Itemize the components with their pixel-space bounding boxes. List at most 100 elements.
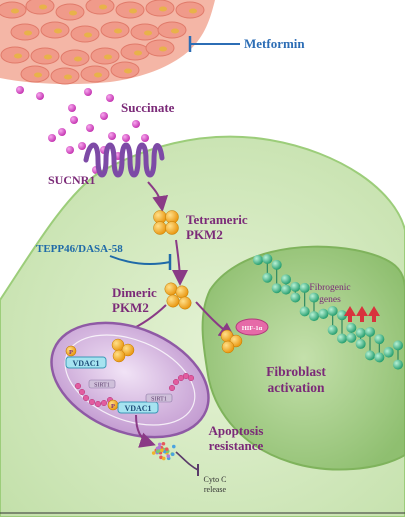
sirt1-bead	[74, 382, 82, 390]
tissue-cell-nucleus	[34, 72, 42, 78]
sirt1-bead	[82, 394, 90, 402]
dna-bead	[309, 292, 319, 303]
tissue-cell-nucleus	[24, 30, 32, 36]
vdac1-top: P VDAC1	[65, 345, 107, 369]
phospho-label-top: P	[69, 349, 73, 356]
cyto-c-dot	[156, 449, 160, 454]
metformin-label: Metformin	[244, 36, 305, 51]
dna-bead	[337, 333, 347, 344]
phospho-label-bottom: P	[111, 403, 115, 410]
cytoc-label-1: Cyto C	[204, 475, 227, 484]
sirt1-beads-bottom-icon	[168, 372, 195, 392]
succinate-dot	[86, 124, 94, 132]
cyto-c-dot	[159, 455, 163, 460]
dna-bead	[290, 281, 301, 292]
nuclear-pkm2-icon	[220, 329, 243, 354]
succinate-dot	[108, 132, 116, 140]
tissue-cells-icon	[0, 0, 215, 85]
succinate-dot	[106, 94, 114, 102]
tissue-cell-nucleus	[114, 28, 122, 34]
dimeric-pkm2-icon	[164, 282, 192, 310]
inhibitor-label: TEPP46/DASA-58	[36, 243, 123, 255]
succinate-dot	[48, 134, 56, 142]
cyto-c-dot	[161, 441, 166, 446]
fibrogenic-label-1: Fibrogenic	[309, 283, 350, 293]
apoptosis-label-2: resistance	[209, 438, 264, 453]
tissue-cell-nucleus	[64, 74, 72, 80]
dna-bead	[262, 272, 273, 283]
tissue-cell-nucleus	[189, 8, 197, 14]
sirt1-label-bottom: SIRT1	[151, 397, 167, 403]
hif-badge: HIF-1α	[235, 318, 269, 336]
cyto-c-dot	[162, 449, 167, 454]
tissue-cell-nucleus	[84, 32, 92, 38]
dna-bead	[346, 332, 357, 343]
sirt1-bead	[172, 378, 180, 386]
apoptosis-label-1: Apoptosis	[209, 423, 264, 438]
tissue-cell-nucleus	[129, 8, 137, 14]
sirt1-beads-top-icon	[74, 382, 114, 408]
succinate-dot	[70, 116, 78, 124]
succinate-dot	[84, 88, 92, 96]
tissue-cell-nucleus	[144, 30, 152, 36]
dna-bead	[290, 292, 301, 303]
cyto-c-dot	[157, 445, 161, 450]
receptor-coil-icon	[83, 142, 165, 178]
succinate-dot	[141, 134, 149, 142]
tissue-cell-nucleus	[69, 10, 77, 16]
cytochrome-dots-icon	[151, 441, 176, 461]
pkm2-subunit	[166, 294, 180, 308]
dna-bead	[309, 311, 319, 322]
dna-bead	[365, 350, 375, 361]
dna-bead	[383, 347, 394, 358]
metformin-inhibition-icon	[188, 36, 240, 52]
dna-bead	[299, 282, 310, 293]
pkm2-subunit	[153, 221, 167, 235]
sirt1-bead	[168, 384, 176, 392]
pkm2-subunit	[112, 349, 126, 363]
fibroblast-label-1: Fibroblast	[266, 364, 326, 379]
dna-bead	[281, 284, 291, 295]
dna-bead	[346, 322, 357, 333]
cyto-c-dot	[164, 447, 169, 451]
pkm2-subunit	[164, 282, 178, 296]
dimeric-label-1: Dimeric	[112, 285, 157, 300]
tissue-cell-nucleus	[94, 72, 102, 78]
up-arrows-icon	[344, 306, 380, 322]
dna-bead	[253, 255, 263, 265]
succinate-dot	[68, 104, 76, 112]
dna-bead	[271, 283, 282, 294]
succinate-dot	[132, 120, 140, 128]
sirt1-bead	[94, 400, 102, 408]
dna-bead	[318, 309, 329, 320]
pkm2-subunit	[175, 285, 189, 299]
tissue-cell-nucleus	[54, 28, 62, 34]
succinate-dot	[122, 134, 130, 142]
dimeric-label-2: PKM2	[112, 300, 149, 315]
dna-bead	[337, 310, 347, 321]
tissue-cell-nucleus	[11, 8, 19, 14]
cytoc-label-2: release	[204, 485, 227, 494]
pkm2-subunit	[121, 343, 135, 357]
dna-bead	[365, 326, 375, 337]
sucnr1-label: SUCNR1	[48, 173, 95, 187]
tissue-cell-nucleus	[99, 4, 107, 10]
dna-bead	[327, 325, 338, 336]
sirt1-label-top: SIRT1	[94, 383, 110, 389]
succinate-dot	[36, 92, 44, 100]
dna-bead	[393, 359, 403, 370]
succinate-dot	[16, 86, 24, 94]
vdac1-label-top: VDAC1	[72, 359, 99, 368]
dna-bead	[327, 305, 338, 316]
dna-bead	[393, 340, 403, 351]
succinate-dot	[66, 146, 74, 154]
tissue-cell-nucleus	[159, 6, 167, 12]
tissue-cell-nucleus	[74, 56, 82, 62]
succinate-dot	[100, 112, 108, 120]
tissue-cell-nucleus	[134, 50, 142, 56]
cyto-c-dot	[166, 454, 171, 458]
pkm2-subunit	[178, 296, 192, 310]
dna-bead	[299, 306, 310, 317]
cyto-c-dot	[171, 444, 176, 449]
